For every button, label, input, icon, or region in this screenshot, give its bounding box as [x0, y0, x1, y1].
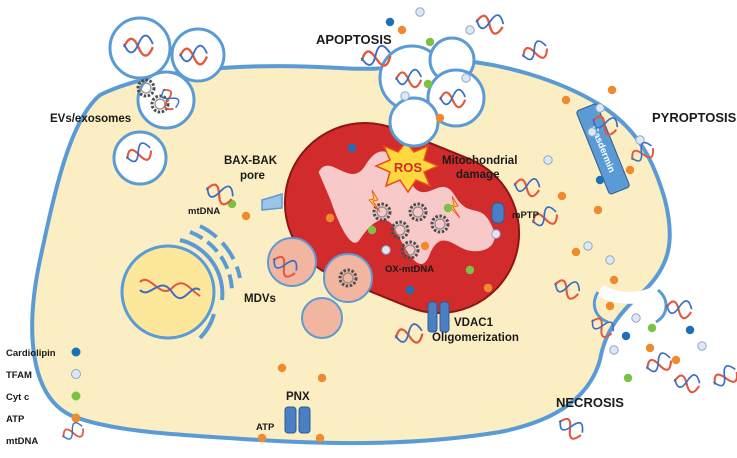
molecule-dot — [317, 373, 327, 383]
apoptosis-label: APOPTOSIS — [316, 32, 392, 47]
molecule-dot — [561, 95, 571, 105]
molecule-dot — [423, 79, 433, 89]
ev-vesicles — [108, 16, 226, 186]
ros-burst: ROS — [374, 140, 440, 194]
necrosis-label: NECROSIS — [556, 395, 624, 410]
molecule-dot — [621, 331, 631, 341]
atp-label: ATP — [256, 422, 275, 433]
molecule-dot — [325, 213, 335, 223]
apoptotic-bodies — [378, 36, 486, 148]
mtdna-strand — [518, 38, 551, 66]
legend-mtdna-icon — [58, 419, 87, 445]
molecule-dot — [385, 17, 395, 27]
mptp-label: mPTP — [512, 210, 540, 221]
molecule-dot — [645, 343, 655, 353]
mito-damage-label-2: damage — [456, 169, 499, 181]
legend-label: ATP — [6, 414, 25, 425]
legend-swatch — [71, 391, 81, 401]
molecule-dot — [241, 211, 251, 221]
legend-label: TFAM — [6, 370, 32, 381]
molecule-dot — [461, 73, 471, 83]
pnx-channel — [284, 406, 311, 434]
molecule-dot — [315, 433, 325, 443]
mtdna-strand — [671, 370, 702, 395]
pnx-label: PNX — [286, 391, 310, 403]
molecule-dot — [625, 165, 635, 175]
legend-label: Cardiolipin — [6, 348, 56, 359]
molecule-dot — [420, 241, 430, 251]
molecule-dot — [491, 229, 501, 239]
bax-bak-pore-label: pore — [240, 170, 265, 182]
bax-bak-label: BAX-BAK — [224, 155, 278, 167]
molecule-dot — [435, 113, 445, 123]
molecule-dot — [583, 241, 593, 251]
molecule-dot — [347, 143, 357, 153]
mtdna-strand — [663, 296, 694, 321]
legend-label: mtDNA — [6, 436, 38, 447]
legend-swatch — [71, 347, 81, 357]
molecule-dot — [635, 135, 645, 145]
molecule-dot — [595, 175, 605, 185]
mptp-channel — [491, 202, 505, 224]
molecule-dot — [595, 103, 605, 113]
ox-mtdna-label: OX-mtDNA — [385, 264, 434, 275]
molecule-dot — [465, 265, 475, 275]
legend-label: Cyt c — [6, 392, 29, 403]
molecule-dot — [367, 225, 377, 235]
mtdna-label: mtDNA — [188, 206, 220, 217]
molecule-dot — [685, 325, 695, 335]
molecule-dot — [587, 127, 597, 137]
molecule-dot — [647, 323, 657, 333]
nucleus — [120, 224, 242, 340]
mtdna-strand — [473, 10, 506, 36]
molecule-dot — [397, 25, 407, 35]
molecule-dot — [425, 37, 435, 47]
molecule-dot — [605, 301, 615, 311]
molecule-dot — [571, 247, 581, 257]
mtdna-strand — [708, 362, 737, 392]
pyroptosis-label: PYROPTOSIS — [652, 110, 737, 125]
vdac1-label: VDAC1 — [454, 317, 494, 329]
molecule-dot — [631, 313, 641, 323]
molecule-dot — [415, 7, 425, 17]
vdac1-channel — [427, 301, 450, 333]
molecule-dot — [465, 25, 475, 35]
molecule-dot — [605, 255, 615, 265]
legend-swatch — [71, 413, 81, 423]
molecule-dot — [593, 205, 603, 215]
molecule-dot — [623, 373, 633, 383]
molecule-dot — [405, 285, 415, 295]
mtdna-strand — [554, 412, 588, 443]
scattered-molecules — [202, 7, 737, 443]
molecule-dot — [671, 355, 681, 365]
mdvs-label: MDVs — [244, 293, 276, 305]
mito-damage-label: Mitochondrial — [442, 155, 517, 167]
molecule-dot — [543, 155, 553, 165]
necrosis-rupture — [596, 284, 658, 304]
molecule-dot — [609, 275, 619, 285]
molecule-dot — [483, 283, 493, 293]
vdac1-oligomerization-label: Oligomerization — [432, 332, 519, 344]
molecule-dot — [257, 433, 267, 443]
mtdna-strand — [642, 350, 675, 378]
molecule-dot — [607, 85, 617, 95]
legend-swatch — [71, 369, 81, 379]
molecule-dot — [381, 245, 391, 255]
molecule-dot — [697, 341, 707, 351]
molecule-dot — [277, 363, 287, 373]
molecule-dot — [443, 203, 453, 213]
bax-bak-pore — [261, 192, 283, 211]
mdv-vesicles — [267, 237, 373, 339]
molecule-dot — [400, 91, 410, 101]
ros-label: ROS — [394, 160, 423, 175]
molecule-dot — [557, 191, 567, 201]
molecule-dot — [609, 345, 619, 355]
evs-label: EVs/exosomes — [50, 113, 131, 125]
